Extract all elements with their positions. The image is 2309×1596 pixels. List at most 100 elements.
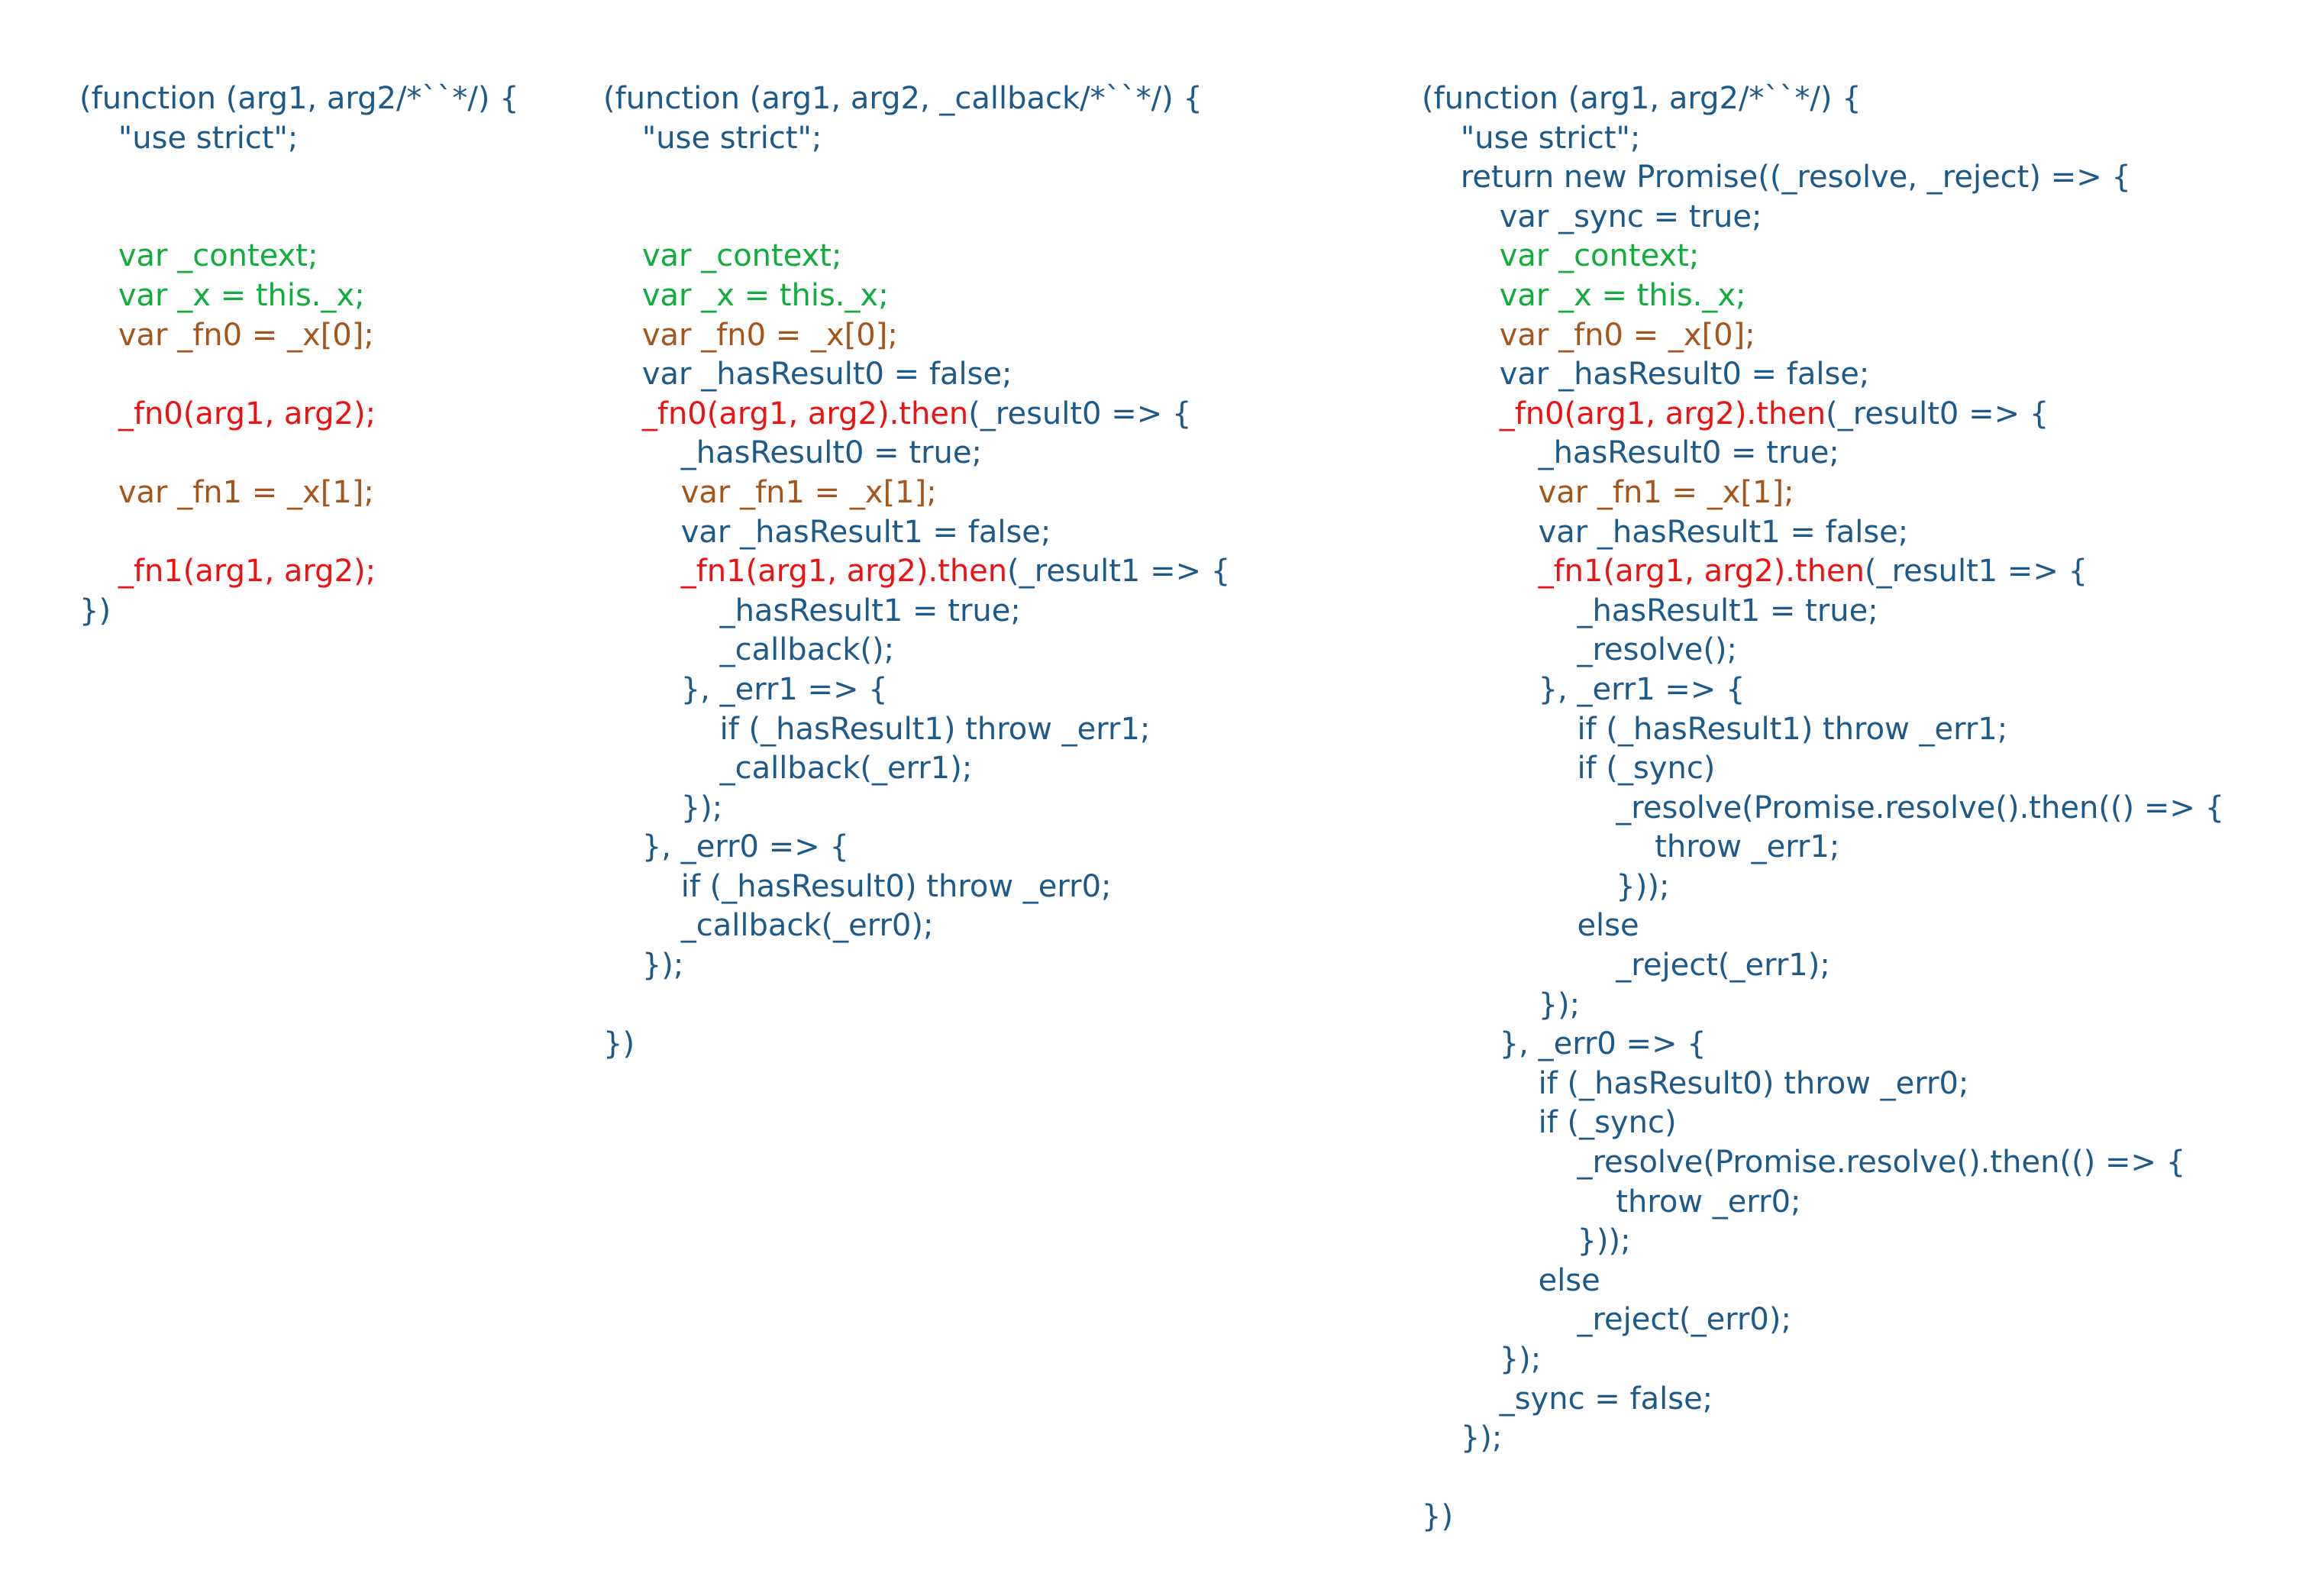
code-line: "use strict"; — [603, 119, 1230, 159]
code-line: _resolve(); — [1422, 631, 2224, 670]
code-token: _reject(_err1); — [1422, 948, 1830, 984]
code-token: if (_hasResult1) throw _err1; — [603, 711, 1151, 747]
code-token: _callback(_err1); — [603, 751, 973, 787]
code-token: _hasResult1 = true; — [1422, 593, 1878, 628]
code-token: var _x = this._x; — [1422, 277, 1746, 313]
code-line: _fn1(arg1, arg2).then(_result1 => { — [603, 552, 1231, 592]
code-token: "use strict"; — [603, 120, 822, 156]
code-token: var _fn1 = _x[1]; — [79, 474, 374, 510]
code-token: _resolve(); — [1422, 632, 1738, 668]
code-line: _fn0(arg1, arg2).then(_result0 => { — [1422, 395, 2224, 435]
code-line — [603, 158, 1230, 198]
code-token: else — [1422, 1262, 1600, 1298]
code-line: }); — [603, 789, 1230, 829]
code-token: _callback(); — [603, 632, 895, 668]
code-line: (function (arg1, arg2, _callback/*``*/) … — [603, 79, 1230, 119]
code-token: }); — [603, 948, 684, 984]
code-line: }); — [603, 946, 1230, 986]
code-token: }, _err0 => { — [1422, 1026, 1707, 1062]
code-line: }, _err0 => { — [1422, 1025, 2224, 1065]
code-token: _fn0(arg1, arg2).then — [603, 396, 969, 431]
code-token: }) — [603, 1026, 635, 1062]
code-line: var _x = this._x; — [79, 276, 519, 316]
code-line: _hasResult1 = true; — [1422, 592, 2224, 632]
code-line: else — [1422, 906, 2224, 946]
code-line: _callback(_err0); — [603, 906, 1230, 946]
code-token: var _fn0 = _x[0]; — [79, 317, 374, 353]
code-line: var _x = this._x; — [1422, 276, 2224, 316]
code-token: else — [1422, 908, 1639, 944]
code-line: var _x = this._x; — [603, 276, 1230, 316]
code-token: var _fn0 = _x[0]; — [1422, 317, 1755, 353]
code-token: var _context; — [603, 238, 842, 274]
code-token: (_result0 => { — [1826, 396, 2049, 431]
code-line — [79, 198, 519, 237]
code-token: _fn0(arg1, arg2); — [79, 396, 376, 431]
code-line: else — [1422, 1262, 2224, 1301]
code-line: _fn0(arg1, arg2); — [79, 395, 519, 435]
code-token: var _sync = true; — [1422, 199, 1762, 234]
code-line: _sync = false; — [1422, 1380, 2224, 1420]
code-token: if (_hasResult1) throw _err1; — [1422, 711, 2008, 747]
code-line: }); — [1422, 986, 2224, 1026]
code-token: var _x = this._x; — [603, 277, 889, 313]
code-token: if (_sync) — [1422, 751, 1716, 787]
code-token: }); — [1422, 987, 1581, 1023]
code-token: _resolve(Promise.resolve().then(() => { — [1422, 1145, 2186, 1181]
code-token: _fn1(arg1, arg2).then — [603, 554, 1008, 590]
code-line: var _fn0 = _x[0]; — [1422, 316, 2224, 356]
code-token: _hasResult0 = true; — [603, 435, 982, 471]
code-panel-callback: (function (arg1, arg2, _callback/*``*/) … — [603, 79, 1230, 1065]
code-line: var _fn1 = _x[1]; — [1422, 473, 2224, 513]
code-line: }); — [1422, 1419, 2224, 1459]
code-token: }); — [1422, 1342, 1542, 1377]
code-token: var _hasResult1 = false; — [603, 514, 1051, 550]
code-token: }); — [603, 790, 723, 825]
code-token: if (_hasResult0) throw _err0; — [603, 868, 1112, 904]
code-line: "use strict"; — [79, 119, 519, 159]
code-line: var _fn1 = _x[1]; — [603, 473, 1230, 513]
code-line: (function (arg1, arg2/*``*/) { — [1422, 79, 2224, 119]
code-line: if (_hasResult0) throw _err0; — [603, 867, 1230, 907]
code-line: var _context; — [1422, 237, 2224, 276]
code-line: throw _err1; — [1422, 828, 2224, 867]
code-line — [603, 198, 1230, 237]
code-token: "use strict"; — [1422, 120, 1641, 156]
code-token: throw _err1; — [1422, 829, 1840, 865]
code-line: _hasResult0 = true; — [1422, 434, 2224, 473]
code-line: var _hasResult1 = false; — [1422, 513, 2224, 553]
code-line: _hasResult1 = true; — [603, 592, 1230, 632]
code-token: }) — [1422, 1499, 1454, 1535]
code-token: "use strict"; — [79, 120, 299, 156]
code-token: _callback(_err0); — [603, 908, 934, 944]
code-token: return new Promise((_resolve, _reject) =… — [1422, 160, 2131, 195]
code-line: }, _err1 => { — [603, 670, 1230, 710]
code-token: (function (arg1, arg2/*``*/) { — [79, 81, 519, 116]
code-line: var _fn1 = _x[1]; — [79, 473, 519, 513]
code-line: if (_sync) — [1422, 1103, 2224, 1143]
code-token: })); — [1422, 1223, 1631, 1259]
code-line: _fn1(arg1, arg2); — [79, 552, 519, 592]
code-panel-promise: (function (arg1, arg2/*``*/) { "use stri… — [1422, 79, 2224, 1537]
code-line: var _context; — [79, 237, 519, 276]
code-line: })); — [1422, 867, 2224, 907]
code-token: if (_sync) — [1422, 1105, 1677, 1141]
code-token: _hasResult0 = true; — [1422, 435, 1839, 471]
code-line: }, _err0 => { — [603, 828, 1230, 867]
code-line: var _sync = true; — [1422, 198, 2224, 237]
code-token: var _context; — [1422, 238, 1700, 274]
code-token: })); — [1422, 868, 1670, 904]
code-token: _resolve(Promise.resolve().then(() => { — [1422, 790, 2225, 825]
code-line — [79, 434, 519, 473]
code-token: }); — [1422, 1420, 1503, 1456]
code-token: var _hasResult1 = false; — [1422, 514, 1909, 550]
code-line — [79, 513, 519, 553]
code-line: if (_hasResult1) throw _err1; — [603, 710, 1230, 750]
code-token: var _hasResult0 = false; — [1422, 357, 1870, 393]
code-line — [79, 158, 519, 198]
code-line: if (_hasResult0) throw _err0; — [1422, 1065, 2224, 1104]
code-line — [1422, 1459, 2224, 1498]
code-line: }) — [1422, 1497, 2224, 1537]
code-line — [79, 355, 519, 395]
code-line: _resolve(Promise.resolve().then(() => { — [1422, 789, 2224, 829]
